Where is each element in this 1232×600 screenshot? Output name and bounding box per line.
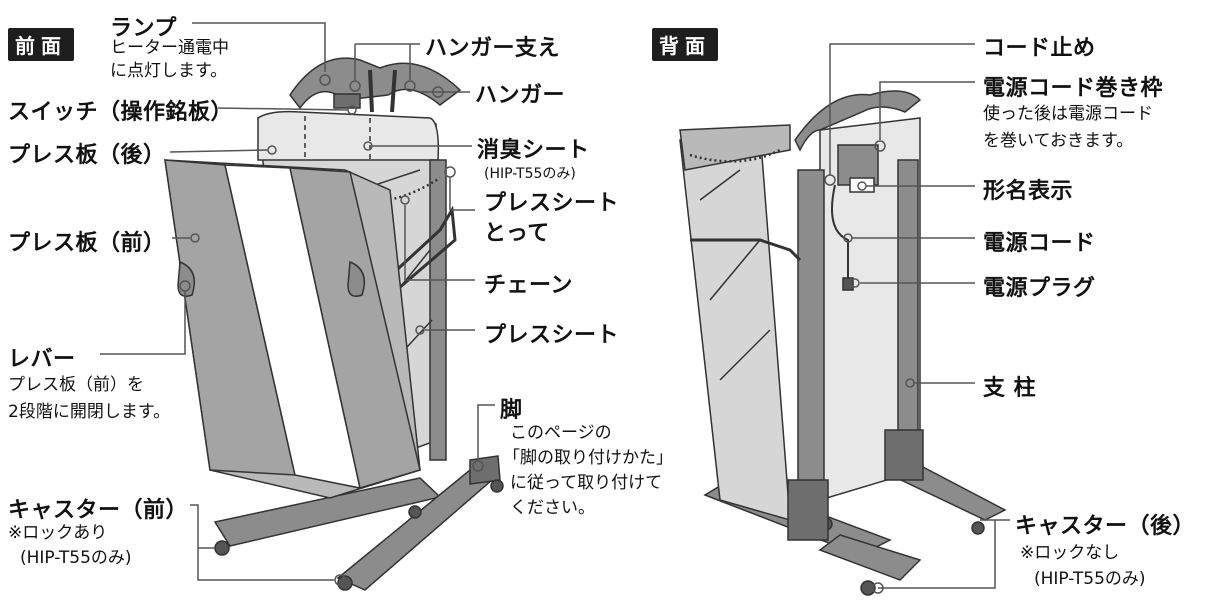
label-cord-winder-desc-2: を巻いておきます。: [983, 131, 1134, 151]
label-deodorizing-note: (HIP-T55のみ): [484, 166, 576, 182]
label-lever-desc-1: プレス板（前）を: [8, 375, 144, 395]
back-view-illustration: [679, 90, 1007, 596]
label-leg-desc-4: ください。: [510, 498, 595, 518]
label-caster-back: キャスター（後）: [1015, 514, 1196, 539]
label-caster-front: キャスター（前）: [8, 498, 189, 523]
label-press-sheet-handle-1: プレスシート: [484, 191, 620, 216]
back-view-tag: 背面: [652, 28, 718, 61]
back-leader-lines: [824, 43, 1010, 594]
label-press-sheet: プレスシート: [484, 323, 620, 348]
label-lamp-desc-1: ヒーター通電中: [110, 38, 229, 58]
label-power-cord: 電源コード: [983, 231, 1096, 256]
front-view-tag: 前面: [8, 28, 74, 61]
label-press-board-back: プレス板（後）: [8, 143, 166, 168]
label-leg-desc-2: 「脚の取り付けかた」: [503, 448, 673, 468]
label-press-sheet-handle-2: とって: [484, 221, 550, 246]
label-cord-winder-desc-1: 使った後は電源コード: [983, 104, 1153, 124]
label-lever: レバー: [8, 347, 76, 372]
label-leg-desc-3: に従って取り付けて: [510, 473, 663, 493]
label-pillar: 支 柱: [983, 376, 1037, 401]
label-leg: 脚: [500, 398, 523, 423]
label-lever-desc-2: 2段階に開閉します。: [8, 402, 171, 422]
front-view-illustration: [164, 57, 504, 591]
label-power-plug: 電源プラグ: [983, 276, 1096, 301]
label-lamp-desc-2: に点灯します。: [110, 61, 228, 81]
label-caster-back-note-1: ※ロックなし: [1020, 543, 1120, 563]
label-switch: スイッチ（操作銘板）: [8, 100, 234, 125]
label-press-board-front: プレス板（前）: [8, 231, 166, 256]
label-hanger: ハンガー: [475, 83, 566, 108]
label-deodorizing-sheet: 消臭シート: [477, 138, 590, 163]
label-caster-back-note-2: (HIP-T55のみ): [1034, 569, 1146, 589]
label-caster-front-note-1: ※ロックあり: [8, 523, 108, 543]
label-lamp: ランプ: [110, 16, 177, 41]
label-hanger-support: ハンガー支え: [425, 36, 561, 61]
label-model-name: 形名表示: [983, 179, 1074, 204]
label-caster-front-note-2: (HIP-T55のみ): [20, 548, 132, 568]
label-leg-desc-1: このページの: [510, 423, 612, 443]
front-leader-lines: [100, 22, 495, 586]
label-cord-stopper: コード止め: [983, 36, 1096, 61]
label-chain: チェーン: [484, 273, 573, 298]
label-cord-winder: 電源コード巻き枠: [983, 76, 1164, 101]
